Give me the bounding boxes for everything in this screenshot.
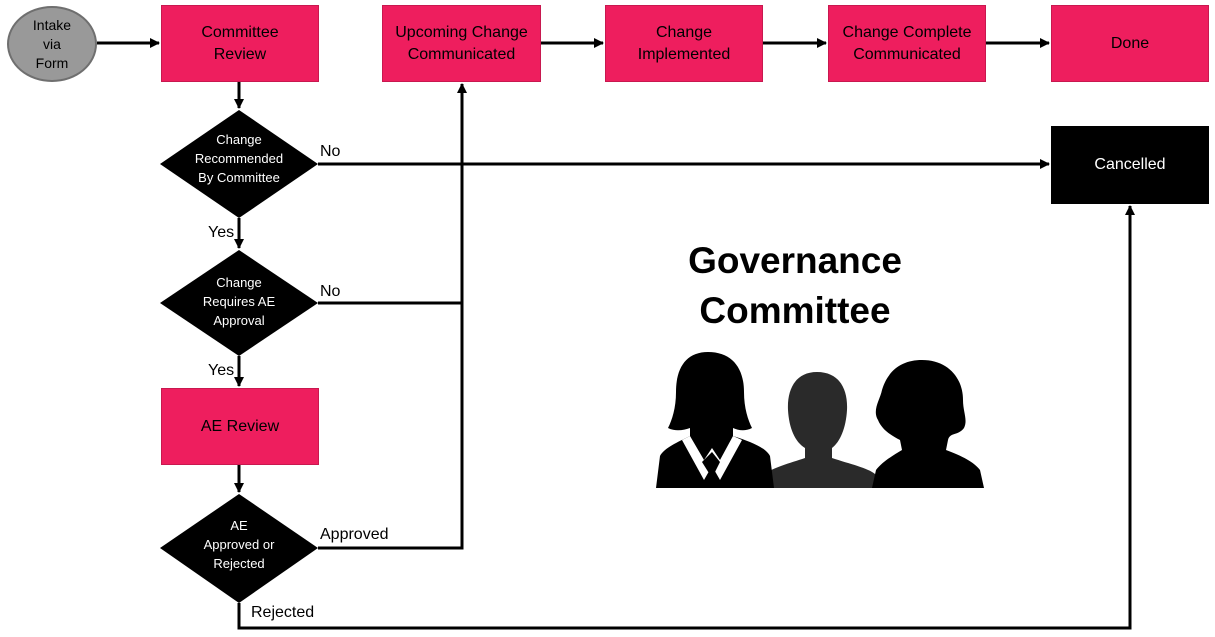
label-requires-no: No [320,283,341,300]
change-implemented-box: Change Implemented [605,5,763,82]
committee-review-box: Committee Review [161,5,319,82]
woman-silhouette-icon [656,352,774,488]
edge-approved-to-upcoming [318,300,464,550]
cancelled-box: Cancelled [1051,126,1209,204]
ae-review-box: AE Review [161,388,319,465]
label-requires-yes: Yes [208,362,235,379]
decision-ae-result-shape [160,494,318,603]
label-rejected: Rejected [251,604,315,621]
edge-requires-no-to-upcoming [318,83,467,305]
intake-start-node: Intake via Form [7,6,97,82]
decision-ae-result-label: AE Approved or Rejected [203,518,275,571]
label-recommended-yes: Yes [208,224,235,241]
decision-requires-ae-label: Change Requires AE Approval [202,275,276,328]
governance-committee-title: Governance Committee [688,240,902,331]
decision-requires-ae-shape [160,250,318,356]
person-silhouette-icon [872,360,984,488]
label-recommended-no: No [320,143,341,160]
change-complete-box: Change Complete Communicated [828,5,986,82]
upcoming-change-box: Upcoming Change Communicated [382,5,541,82]
decision-recommended-label: Change Recommended By Committee [194,132,284,185]
man-silhouette-icon [760,372,880,488]
committee-silhouettes [656,352,984,488]
done-box: Done [1051,5,1209,82]
decision-recommended-shape [160,110,318,218]
label-approved: Approved [320,526,389,543]
edge-rejected-to-cancelled [237,205,1135,630]
